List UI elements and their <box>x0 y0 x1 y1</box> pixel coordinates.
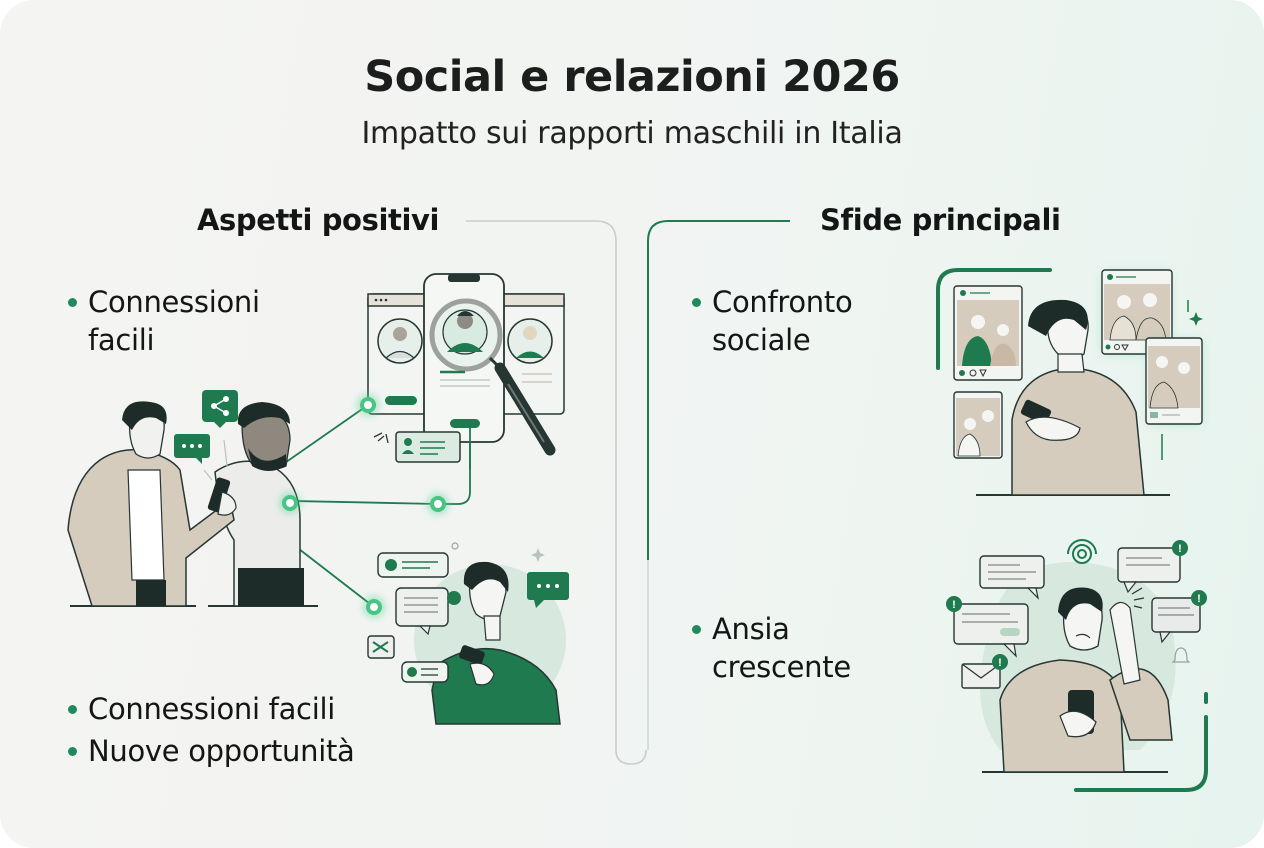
social-post-card <box>1101 269 1173 355</box>
bullet-dot-icon <box>68 298 77 307</box>
chat-bubble-icon <box>174 434 210 464</box>
chat-bubble-icon: ! <box>1151 590 1207 644</box>
positive-bullets-bottom: Connessioni facili Nuove opportunità <box>64 690 404 770</box>
man-messaging-illustration <box>367 542 569 725</box>
positive-bullets-top: Connessioni facili <box>64 283 304 359</box>
bullet-item: Connessioni facili <box>64 283 304 359</box>
bullet-label: Ansia crescente <box>712 612 851 684</box>
social-post-card <box>953 391 1003 459</box>
chat-bubble-icon <box>395 587 461 636</box>
profile-search-illustration <box>367 273 565 470</box>
svg-text:!: ! <box>998 657 1002 669</box>
chat-bubble-icon <box>979 555 1045 600</box>
bullet-dot-icon <box>692 625 701 634</box>
page-subtitle: Impatto sui rapporti maschili in Italia <box>361 116 903 151</box>
network-nodes <box>279 394 449 618</box>
chat-bubble-icon: ! <box>946 596 1029 658</box>
svg-text:!: ! <box>1178 543 1182 555</box>
bullet-label: Connessioni facili <box>88 692 335 726</box>
bullet-label: Confronto sociale <box>712 285 853 357</box>
anxiety-illustration: ! ! ! ! <box>946 539 1208 792</box>
page-title: Social e relazioni 2026 <box>364 52 900 102</box>
message-card <box>377 552 449 578</box>
send-icon <box>979 369 987 378</box>
mail-icon: ! <box>961 654 1008 689</box>
section-title-positive: Aspetti positivi <box>197 203 440 237</box>
spiral-icon <box>1067 539 1097 564</box>
chat-bubble-icon: ! <box>1117 540 1188 594</box>
mail-icon <box>367 635 395 659</box>
bullet-dot-icon <box>68 747 77 756</box>
comment-icon <box>969 369 977 377</box>
chat-bubble-icon <box>527 572 569 608</box>
bullet-item: Confronto sociale <box>688 283 888 359</box>
section-title-challenges: Sfide principali <box>820 203 1061 237</box>
challenge-bullet-2: Ansia crescente <box>688 610 888 686</box>
bullet-label: Connessioni facili <box>88 285 260 357</box>
bullet-item: Connessioni facili <box>64 690 404 728</box>
svg-text:!: ! <box>1197 593 1201 605</box>
bullet-dot-icon <box>692 298 701 307</box>
social-post-card <box>953 285 1023 381</box>
bell-icon <box>1171 647 1191 663</box>
social-comparison-illustration <box>936 268 1203 496</box>
bullet-dot-icon <box>68 705 77 714</box>
heart-icon <box>959 370 965 376</box>
bullet-item: Nuove opportunità <box>64 732 404 770</box>
challenge-bullet-1: Confronto sociale <box>688 283 888 359</box>
social-post-card <box>1145 337 1203 425</box>
svg-text:!: ! <box>952 599 956 611</box>
message-card <box>401 661 449 683</box>
bullet-item: Ansia crescente <box>688 610 888 686</box>
bullet-label: Nuove opportunità <box>88 734 355 768</box>
share-icon <box>202 390 238 428</box>
